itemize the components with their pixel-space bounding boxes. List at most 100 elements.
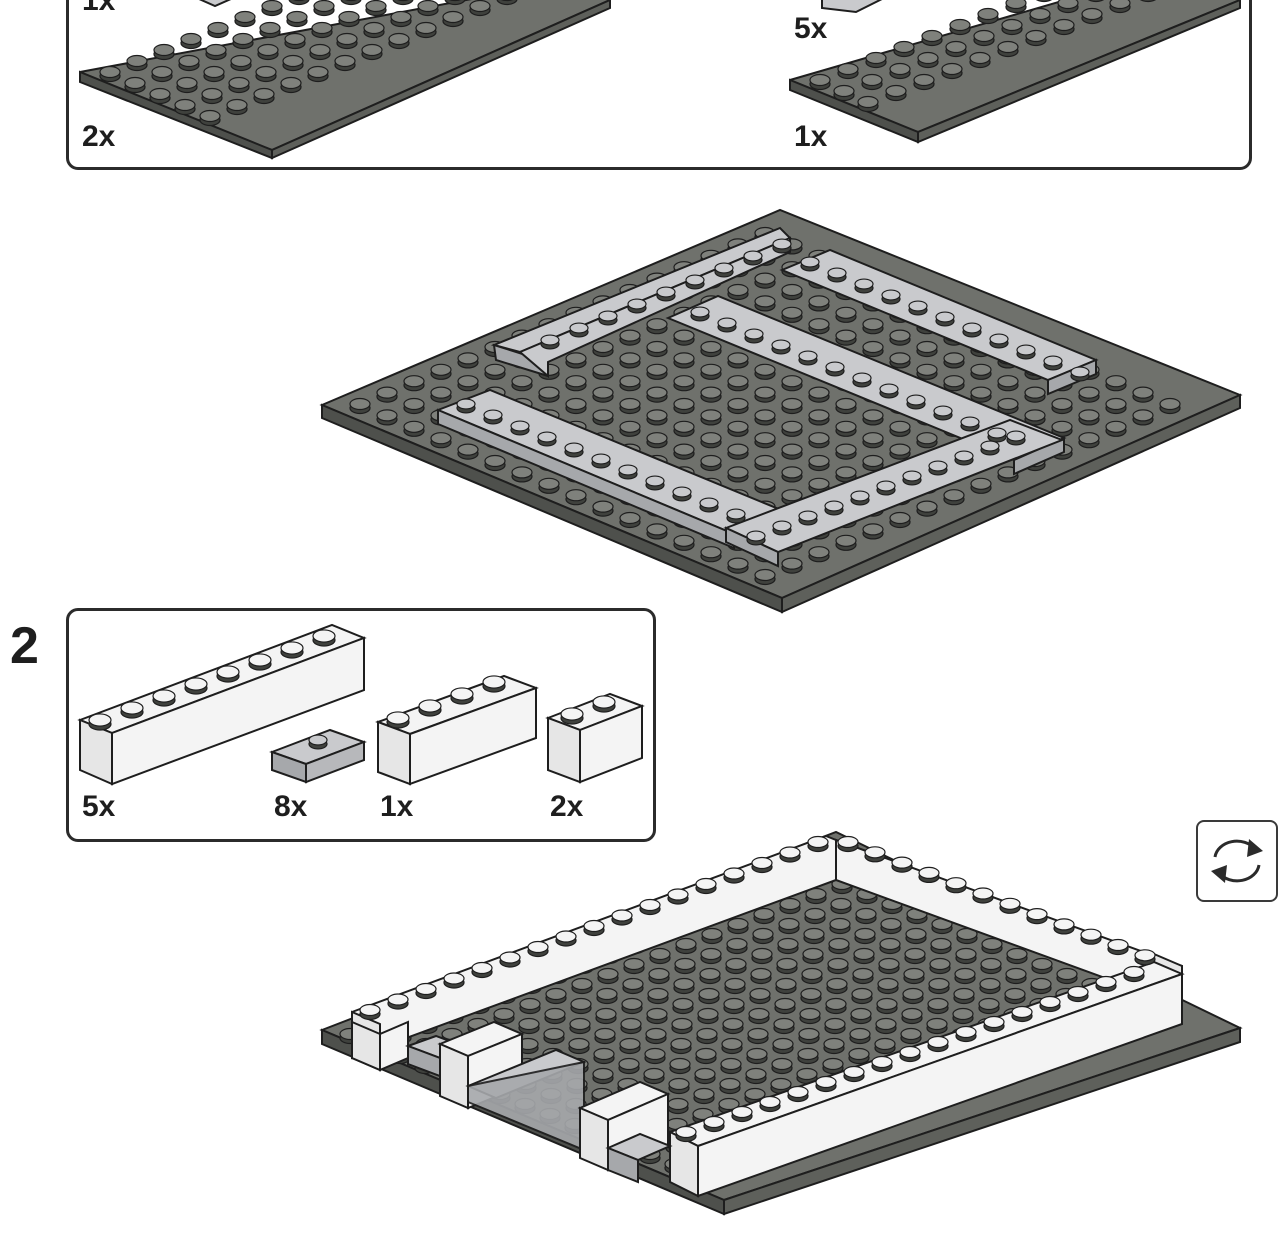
stud — [972, 887, 994, 900]
stud — [376, 386, 398, 399]
stud — [282, 54, 304, 68]
stud — [482, 675, 506, 689]
stud — [403, 375, 425, 388]
stud — [415, 21, 437, 35]
stud — [981, 937, 1003, 951]
stud — [361, 43, 383, 57]
stud — [645, 475, 665, 487]
stud — [619, 511, 641, 525]
stud — [594, 1027, 616, 1041]
stud — [646, 386, 668, 399]
stud — [230, 54, 252, 68]
stud — [722, 1017, 744, 1031]
stud — [828, 937, 850, 951]
stud — [597, 967, 619, 981]
stud — [255, 65, 277, 79]
stud — [803, 927, 825, 941]
stud — [850, 1007, 872, 1021]
stud — [902, 987, 924, 1001]
stud — [500, 0, 514, 2]
stud — [774, 997, 796, 1011]
stud — [646, 523, 668, 536]
stud — [864, 846, 886, 859]
stud — [928, 977, 950, 991]
stud — [878, 957, 900, 971]
stud — [417, 0, 439, 13]
stud — [700, 546, 722, 559]
stud — [862, 454, 884, 468]
stud — [570, 997, 592, 1011]
stud — [801, 967, 823, 981]
stud — [727, 397, 749, 411]
stud — [646, 318, 668, 331]
stud — [772, 520, 792, 532]
stud — [700, 386, 722, 399]
stud — [673, 420, 695, 433]
stud — [835, 397, 857, 411]
stud — [778, 917, 800, 931]
stud — [1024, 409, 1046, 422]
stud — [569, 1017, 591, 1031]
stud — [538, 386, 560, 399]
stud — [1107, 938, 1129, 952]
stud — [876, 480, 896, 492]
stud — [593, 1047, 615, 1061]
stud — [805, 887, 827, 901]
stud — [99, 65, 121, 79]
stud — [232, 32, 254, 46]
stud — [904, 947, 926, 961]
stud — [387, 993, 409, 1006]
stud — [943, 352, 965, 365]
stud — [857, 95, 879, 109]
stud — [286, 10, 308, 24]
stud — [621, 997, 643, 1011]
stud — [889, 329, 911, 342]
stud — [1011, 1005, 1033, 1019]
stud — [945, 877, 967, 890]
stud — [248, 653, 272, 667]
stud — [673, 977, 695, 991]
stud — [396, 0, 410, 2]
stud — [448, 0, 462, 2]
stud — [835, 466, 857, 479]
stud — [978, 997, 1000, 1011]
stud — [854, 278, 874, 290]
stud — [980, 957, 1002, 971]
stud — [835, 420, 857, 433]
stud — [916, 500, 938, 513]
stud — [879, 383, 899, 395]
stud — [1109, 0, 1131, 10]
stud — [646, 1007, 668, 1021]
stud — [889, 352, 911, 365]
stud — [962, 322, 982, 334]
stud — [568, 1037, 590, 1051]
stud — [675, 937, 697, 951]
qty-part-1: 5x — [82, 790, 116, 823]
stud — [875, 1017, 897, 1031]
stud — [754, 568, 776, 582]
stud — [916, 340, 938, 354]
stud — [881, 289, 901, 301]
stud — [987, 427, 1007, 439]
stud — [699, 497, 719, 509]
stud — [989, 333, 1009, 345]
stud — [667, 1097, 689, 1111]
stud — [862, 340, 884, 354]
stud — [471, 961, 493, 975]
stud — [797, 1047, 819, 1061]
stud — [720, 1057, 742, 1071]
stud — [596, 987, 618, 1001]
stud — [754, 295, 776, 308]
stud — [929, 957, 951, 971]
stud — [510, 420, 530, 432]
stud — [499, 951, 521, 964]
stud — [885, 84, 907, 98]
stud — [695, 1047, 717, 1061]
stud — [826, 977, 848, 991]
stud — [723, 997, 745, 1011]
stud — [799, 1007, 821, 1021]
stud — [205, 43, 227, 57]
stud — [973, 29, 995, 43]
stud — [753, 907, 775, 921]
stud — [835, 534, 857, 547]
